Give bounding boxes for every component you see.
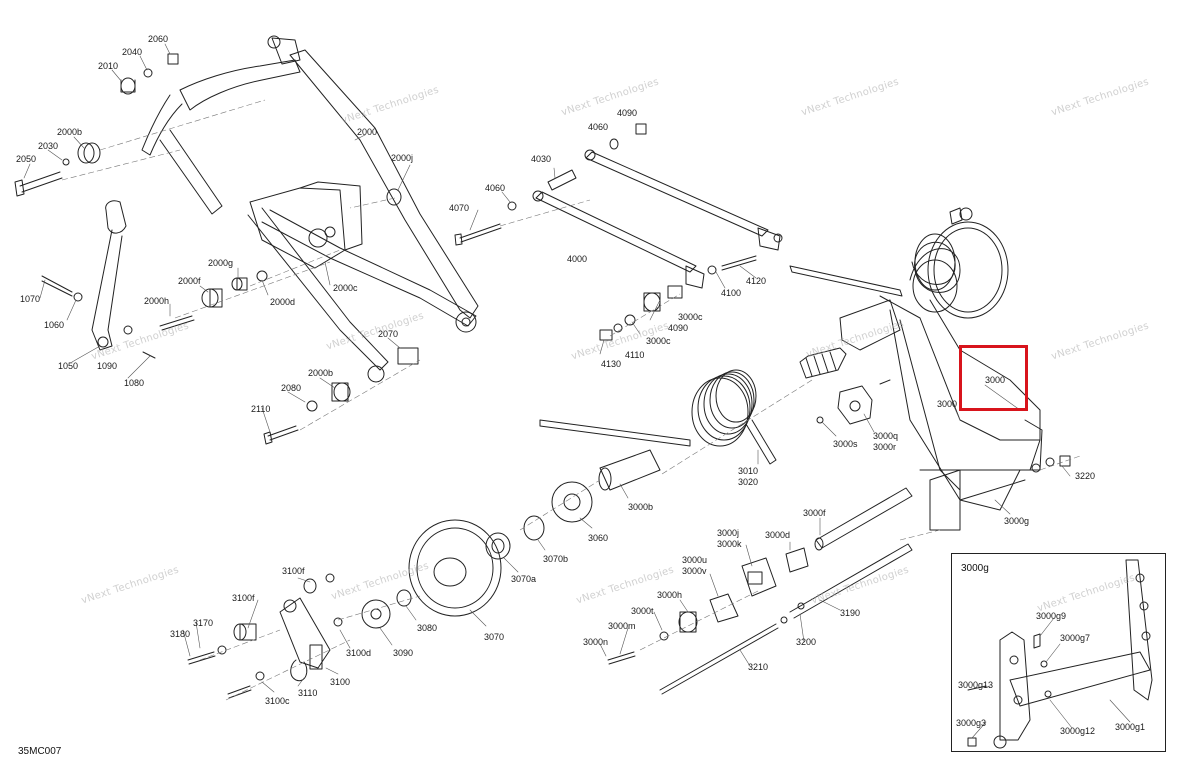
inset-detail-3000g xyxy=(967,559,1153,749)
highlight-box[interactable] xyxy=(959,345,1028,411)
part-label[interactable]: 3000j xyxy=(717,528,740,538)
part-label[interactable]: 1070 xyxy=(20,294,41,304)
part-label[interactable]: 1060 xyxy=(44,320,65,330)
part-label[interactable]: 4000 xyxy=(567,254,588,264)
part-label[interactable]: 2080 xyxy=(281,383,302,393)
part-label[interactable]: 2050 xyxy=(16,154,37,164)
part-label[interactable]: 3180 xyxy=(170,629,191,639)
part-label[interactable]: 3020 xyxy=(738,477,759,487)
diagram-code: 35MC007 xyxy=(18,746,62,757)
part-label[interactable]: 3000q xyxy=(873,431,899,441)
part-label[interactable]: 1080 xyxy=(124,378,145,388)
inset-frame xyxy=(951,553,1166,752)
part-label[interactable]: 3000g3 xyxy=(956,718,987,728)
part-label[interactable]: 2000h xyxy=(144,296,170,306)
part-label[interactable]: 4060 xyxy=(588,122,609,132)
part-label[interactable]: 3070a xyxy=(511,574,537,584)
part-label[interactable]: 4120 xyxy=(746,276,767,286)
part-label[interactable]: 1050 xyxy=(58,361,79,371)
part-label[interactable]: 3220 xyxy=(1075,471,1096,481)
part-label[interactable]: 3000h xyxy=(657,590,683,600)
part-label[interactable]: 4070 xyxy=(449,203,470,213)
inset-title: 3000g xyxy=(961,563,989,574)
part-label[interactable]: 3000b xyxy=(628,502,654,512)
part-label[interactable]: 3000n xyxy=(583,637,609,647)
part-label[interactable]: 3000g13 xyxy=(958,680,994,690)
axis-lines xyxy=(61,99,1081,701)
part-label[interactable]: 3110 xyxy=(298,688,318,698)
part-label[interactable]: 4100 xyxy=(721,288,742,298)
part-label[interactable]: 3100c xyxy=(265,696,290,706)
part-label[interactable]: 4090 xyxy=(617,108,638,118)
part-label[interactable]: 3010 xyxy=(738,466,759,476)
part-label[interactable]: 4030 xyxy=(531,154,552,164)
part-label[interactable]: 3000t xyxy=(631,606,654,616)
part-label[interactable]: 2000b xyxy=(57,127,83,137)
part-label[interactable]: 3000k xyxy=(717,539,742,549)
part-label[interactable]: 2000d xyxy=(270,297,296,307)
part-label[interactable]: 2000 xyxy=(357,127,378,137)
part-label[interactable]: 4130 xyxy=(601,359,622,369)
part-label[interactable]: 2000c xyxy=(333,283,358,293)
part-label[interactable]: 4090 xyxy=(668,323,689,333)
tie-rod-assembly xyxy=(454,123,783,341)
part-label[interactable]: 2000f xyxy=(178,276,201,286)
part-label[interactable]: 3000f xyxy=(803,508,826,518)
part-label[interactable]: 1090 xyxy=(97,361,118,371)
part-label[interactable]: 2110 xyxy=(251,404,271,414)
part-label[interactable]: 2060 xyxy=(148,34,169,44)
part-label[interactable]: 2030 xyxy=(38,141,59,151)
leader-lines xyxy=(23,43,1131,739)
part-label[interactable]: 3000u xyxy=(682,555,708,565)
part-label[interactable]: 3170 xyxy=(193,618,214,628)
part-label[interactable]: 3100d xyxy=(346,648,372,658)
part-label[interactable]: 4060 xyxy=(485,183,506,193)
part-label[interactable]: 2000j xyxy=(391,153,414,163)
part-label[interactable]: 3090 xyxy=(393,648,414,658)
part-label[interactable]: 3000g xyxy=(1004,516,1030,526)
lower-shafts xyxy=(607,487,913,695)
part-label[interactable]: 3060 xyxy=(588,533,609,543)
part-label[interactable]: 3080 xyxy=(417,623,438,633)
part-label[interactable]: 3000v xyxy=(682,566,707,576)
part-label[interactable]: 3190 xyxy=(840,608,861,618)
part-label[interactable]: 3000s xyxy=(833,439,858,449)
front-arm-assembly xyxy=(14,35,479,445)
rear-arm-assembly xyxy=(789,207,1071,531)
part-label[interactable]: 3000g7 xyxy=(1060,633,1091,643)
part-label[interactable]: 3000g9 xyxy=(1036,611,1067,621)
part-label[interactable]: 4110 xyxy=(625,350,645,360)
part-label[interactable]: 3070 xyxy=(484,632,505,642)
wheel-assembly xyxy=(187,449,661,699)
part-label[interactable]: 3000c xyxy=(646,336,671,346)
part-label[interactable]: 3000 xyxy=(937,399,958,409)
part-label[interactable]: 3000g12 xyxy=(1060,726,1096,736)
torsion-spring xyxy=(539,369,777,465)
part-label[interactable]: 2040 xyxy=(122,47,143,57)
part-label[interactable]: 3070b xyxy=(543,554,569,564)
part-label[interactable]: 2000g xyxy=(208,258,234,268)
part-label[interactable]: 3100f xyxy=(282,566,305,576)
part-label[interactable]: 3000r xyxy=(873,442,897,452)
part-label[interactable]: 2000b xyxy=(308,368,334,378)
part-label[interactable]: 3200 xyxy=(796,637,817,647)
part-label[interactable]: 2070 xyxy=(378,329,399,339)
part-label[interactable]: 2010 xyxy=(98,61,119,71)
part-label[interactable]: 3210 xyxy=(748,662,769,672)
part-label[interactable]: 3100f xyxy=(232,593,255,603)
part-label[interactable]: 3000d xyxy=(765,530,791,540)
highlighted-part-label[interactable]: 3000 xyxy=(985,375,1006,385)
part-label[interactable]: 3000c xyxy=(678,312,703,322)
part-label[interactable]: 3100 xyxy=(330,677,351,687)
part-label[interactable]: 3000g1 xyxy=(1115,722,1146,732)
lever-assembly xyxy=(41,200,156,359)
part-label[interactable]: 3000m xyxy=(608,621,636,631)
